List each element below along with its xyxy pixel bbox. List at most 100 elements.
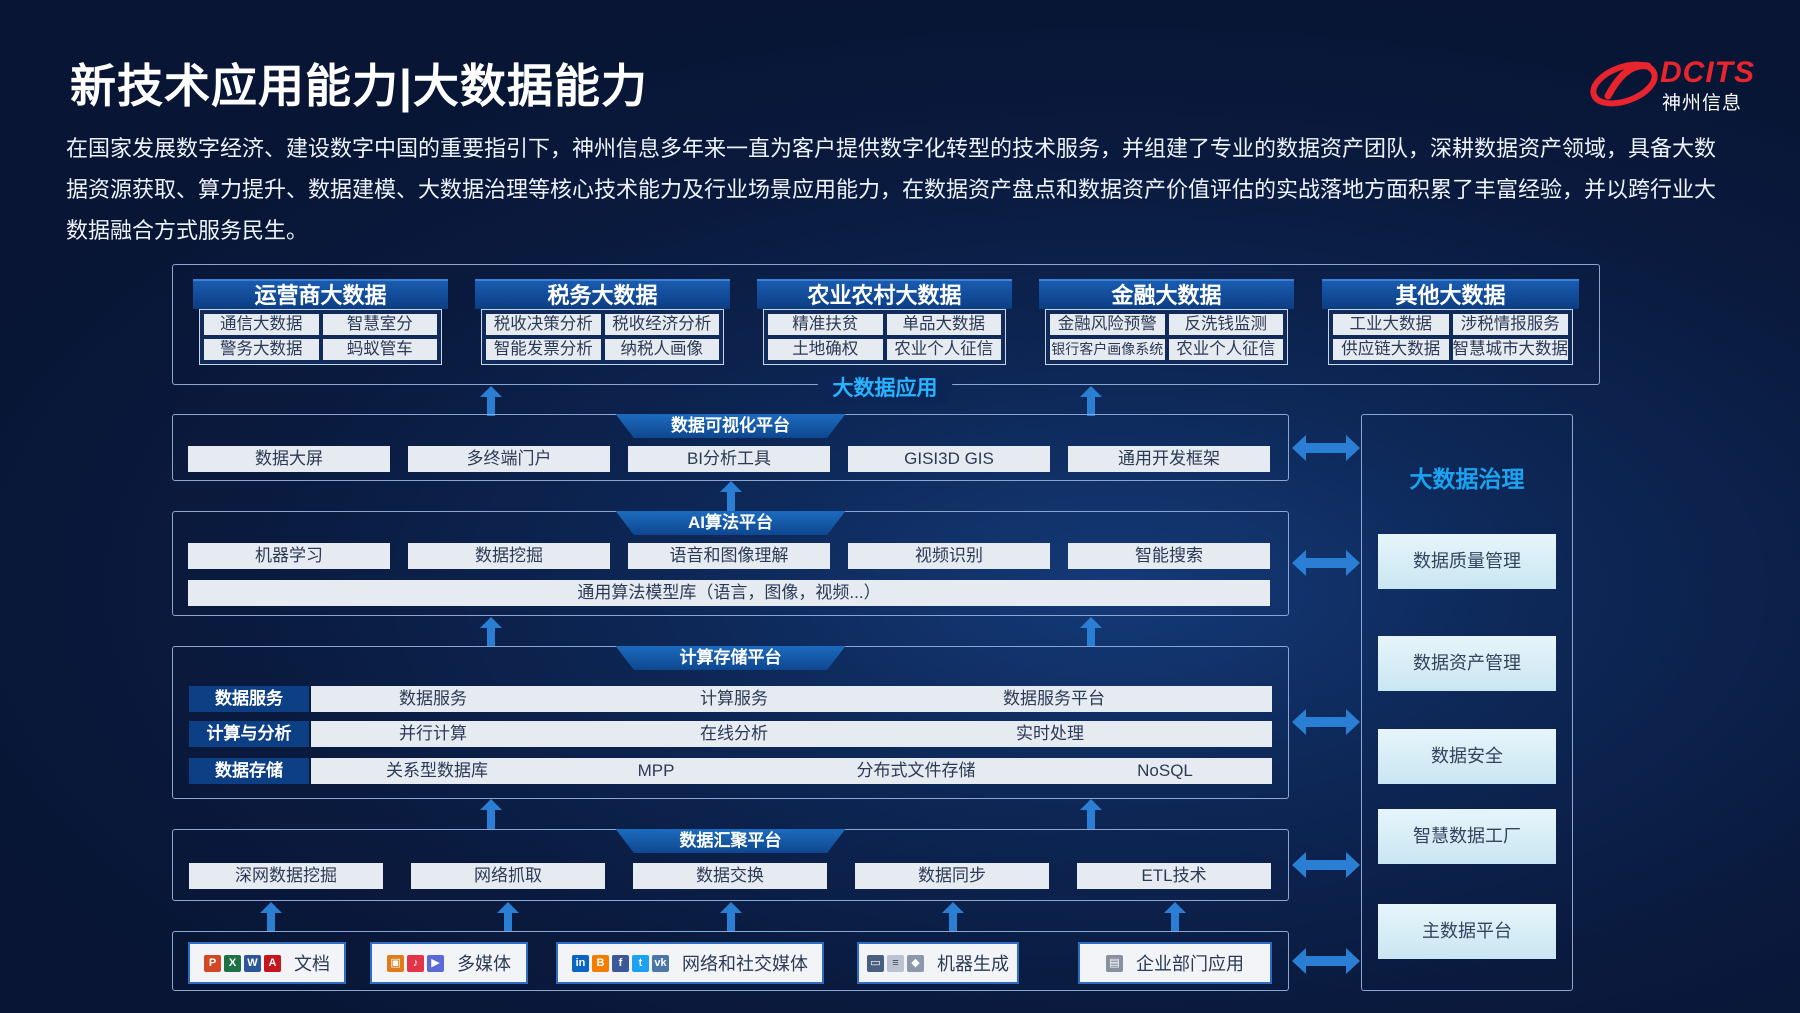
ai-platform: AI算法平台	[172, 511, 1289, 616]
source-label: 多媒体	[457, 954, 511, 974]
bidirectional-arrow-icon	[1292, 550, 1360, 576]
source-label: 企业部门应用	[1136, 954, 1244, 974]
category-item: 纳税人画像	[604, 339, 719, 360]
category-title: 其他大数据	[1322, 279, 1579, 309]
category-item: 精准扶贫	[768, 314, 883, 335]
visualization-platform: 数据可视化平台	[172, 414, 1289, 481]
music-icon: ♪	[407, 954, 424, 972]
arrow-up-icon	[720, 481, 742, 511]
arrow-up-icon	[1080, 799, 1102, 829]
platform-item: GISI3D GIS	[848, 446, 1050, 472]
platform-item: 数据挖掘	[408, 543, 610, 569]
row-item: NoSQL	[1137, 761, 1193, 780]
arrow-up-icon	[720, 902, 742, 932]
facebook-icon: f	[612, 954, 629, 972]
source-enterprise: ▤ 企业部门应用	[1078, 942, 1272, 984]
data-sources-frame	[172, 931, 1289, 991]
category-item: 警务大数据	[204, 339, 319, 360]
row-label: 数据服务	[189, 686, 309, 712]
category-items: 通信大数据 智慧室分 警务大数据 蚂蚁管车	[199, 309, 442, 365]
row-data-service: 数据服务 计算服务 数据服务平台	[311, 686, 1272, 712]
row-item: 关系型数据库	[386, 761, 488, 780]
logo-mark-icon	[1590, 61, 1658, 107]
platform-title: 数据可视化平台	[615, 414, 846, 438]
row-compute-analysis: 并行计算 在线分析 实时处理	[311, 721, 1272, 747]
platform-item: 网络抓取	[411, 863, 605, 889]
row-label: 数据存储	[189, 758, 309, 784]
row-item: 实时处理	[1016, 724, 1084, 743]
excel-icon: X	[224, 954, 241, 972]
category-item: 税收决策分析	[486, 314, 601, 335]
word-icon: W	[244, 954, 261, 972]
category-agriculture: 农业农村大数据 精准扶贫 单品大数据 土地确权 农业个人征信	[757, 279, 1012, 365]
category-item: 反洗钱监测	[1168, 314, 1283, 335]
intro-paragraph: 在国家发展数字经济、建设数字中国的重要指引下，神州信息多年来一直为客户提供数字化…	[66, 136, 1717, 243]
logo-cn: 神州信息	[1662, 93, 1743, 114]
arrow-up-icon	[480, 799, 502, 829]
platform-title: AI算法平台	[615, 511, 846, 535]
category-item: 智慧城市大数据	[1452, 339, 1568, 360]
governance-item: 智慧数据工厂	[1378, 809, 1556, 864]
row-item: 在线分析	[700, 724, 768, 743]
governance-item: 数据资产管理	[1378, 636, 1556, 691]
row-item: 数据服务平台	[1003, 689, 1105, 708]
category-tax: 税务大数据 税收决策分析 税收经济分析 智能发票分析 纳税人画像	[475, 279, 730, 365]
category-operator: 运营商大数据 通信大数据 智慧室分 警务大数据 蚂蚁管车	[193, 279, 448, 365]
arrow-up-icon	[942, 902, 964, 932]
platform-item: 数据大屏	[188, 446, 390, 472]
source-machine: ▭ ≡ ◆ 机器生成	[857, 942, 1019, 984]
platform-item: 数据同步	[855, 863, 1049, 889]
category-item: 通信大数据	[204, 314, 319, 335]
video-icon: ▶	[427, 954, 444, 972]
category-item: 农业个人征信	[1168, 339, 1283, 360]
category-item: 智慧室分	[322, 314, 437, 335]
source-label: 文档	[294, 954, 330, 974]
source-label: 网络和社交媒体	[682, 954, 808, 974]
platform-item: 通用开发框架	[1068, 446, 1270, 472]
bidirectional-arrow-icon	[1292, 852, 1360, 878]
document-icon: ≡	[887, 954, 904, 972]
arrow-up-icon	[1080, 386, 1102, 416]
category-items: 金融风险预警 反洗钱监测 银行客户画像系统 农业个人征信	[1045, 309, 1288, 365]
category-items: 工业大数据 涉税情报服务 供应链大数据 智慧城市大数据	[1328, 309, 1573, 365]
arrow-up-icon	[1080, 617, 1102, 647]
platform-item: 数据交换	[633, 863, 827, 889]
compute-storage-platform: 计算存储平台	[172, 646, 1289, 799]
row-item: 数据服务	[399, 689, 467, 708]
category-item: 土地确权	[768, 339, 883, 360]
source-documents: P X W A 文档	[188, 942, 346, 984]
platform-item: 机器学习	[188, 543, 390, 569]
governance-title: 大数据治理	[1409, 466, 1525, 492]
row-label: 计算与分析	[189, 721, 309, 747]
category-title: 税务大数据	[475, 279, 730, 309]
applications-label-text: 大数据应用	[832, 377, 938, 400]
category-item: 税收经济分析	[604, 314, 719, 335]
source-label: 机器生成	[937, 954, 1009, 974]
category-items: 税收决策分析 税收经济分析 智能发票分析 纳税人画像	[481, 309, 724, 365]
category-item: 工业大数据	[1333, 314, 1449, 335]
ai-items: 机器学习 数据挖掘 语音和图像理解 视频识别 智能搜索	[188, 543, 1270, 569]
applications-label	[815, 375, 955, 403]
governance-panel	[1361, 414, 1573, 991]
platform-item: 视频识别	[848, 543, 1050, 569]
linkedin-icon: in	[572, 954, 589, 972]
company-logo: DCITS 神州信息	[1580, 52, 1760, 114]
platform-item: 深网数据挖掘	[189, 863, 383, 889]
category-title: 运营商大数据	[193, 279, 448, 309]
arrow-up-icon	[480, 617, 502, 647]
platform-item: 智能搜索	[1068, 543, 1270, 569]
vk-icon: vk	[652, 954, 669, 972]
page-title: 新技术应用能力|大数据能力	[70, 60, 648, 112]
row-item: 计算服务	[700, 689, 768, 708]
arrow-up-icon	[480, 386, 502, 416]
image-icon: ▣	[387, 954, 404, 972]
arrow-up-icon	[260, 902, 282, 932]
bidirectional-arrow-icon	[1292, 709, 1360, 735]
platform-title: 数据汇聚平台	[615, 829, 846, 853]
aggregation-platform: 数据汇聚平台	[172, 829, 1289, 901]
category-item: 金融风险预警	[1050, 314, 1165, 335]
row-item: 并行计算	[399, 724, 467, 743]
ppt-icon: P	[204, 954, 221, 972]
arrow-up-icon	[1164, 902, 1186, 932]
platform-item: 多终端门户	[408, 446, 610, 472]
